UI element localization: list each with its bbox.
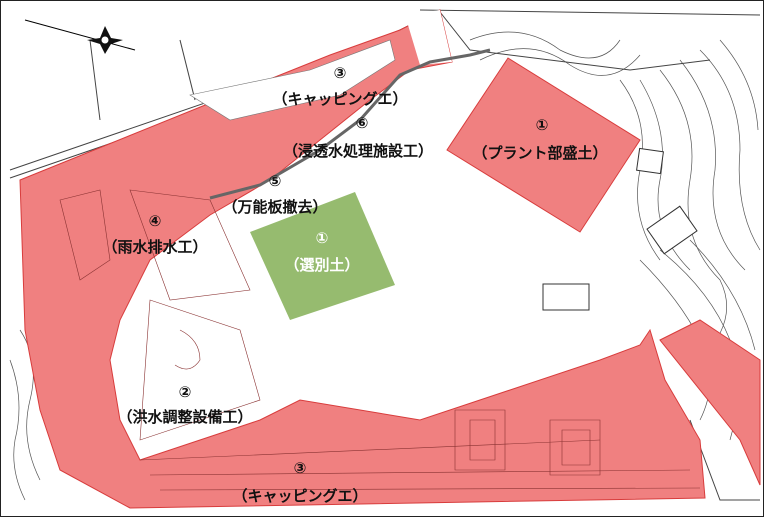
capping-top-number: ③ [333,64,347,82]
boundary-line [209,48,491,200]
plant-label: （プラント部盛土） [472,144,608,162]
capping-bottom-number: ③ [293,459,307,477]
sorted-soil-area [250,192,395,320]
flood-label: （洪水調整設備工） [117,408,253,426]
capping-top-label: （キャッピングエ） [272,90,408,108]
capping-bottom-label: （キャッピングエ） [232,487,368,505]
compass-north-arrow-icon [24,19,136,54]
sorted-soil-label: （選別土） [284,256,360,274]
plant-number: ① [535,116,549,134]
panel-label: （万能板撤去） [222,198,328,216]
leachate-number: ⑥ [355,114,369,132]
upper-white-pocket [189,39,396,121]
flood-number: ② [178,383,192,401]
rain-number: ④ [148,212,162,230]
rain-label: （雨水排水工） [102,238,208,256]
leachate-label: （浸透水処理施設工） [282,142,434,160]
upper-right-white [405,10,452,65]
east-strip-zone [659,319,761,486]
sorted-soil-number: ① [315,229,329,247]
plant-fill-zone [446,57,641,233]
structures [542,147,698,311]
hatch-lines [59,189,701,491]
panel-number: ⑤ [268,172,282,190]
clear-areas [189,10,452,121]
